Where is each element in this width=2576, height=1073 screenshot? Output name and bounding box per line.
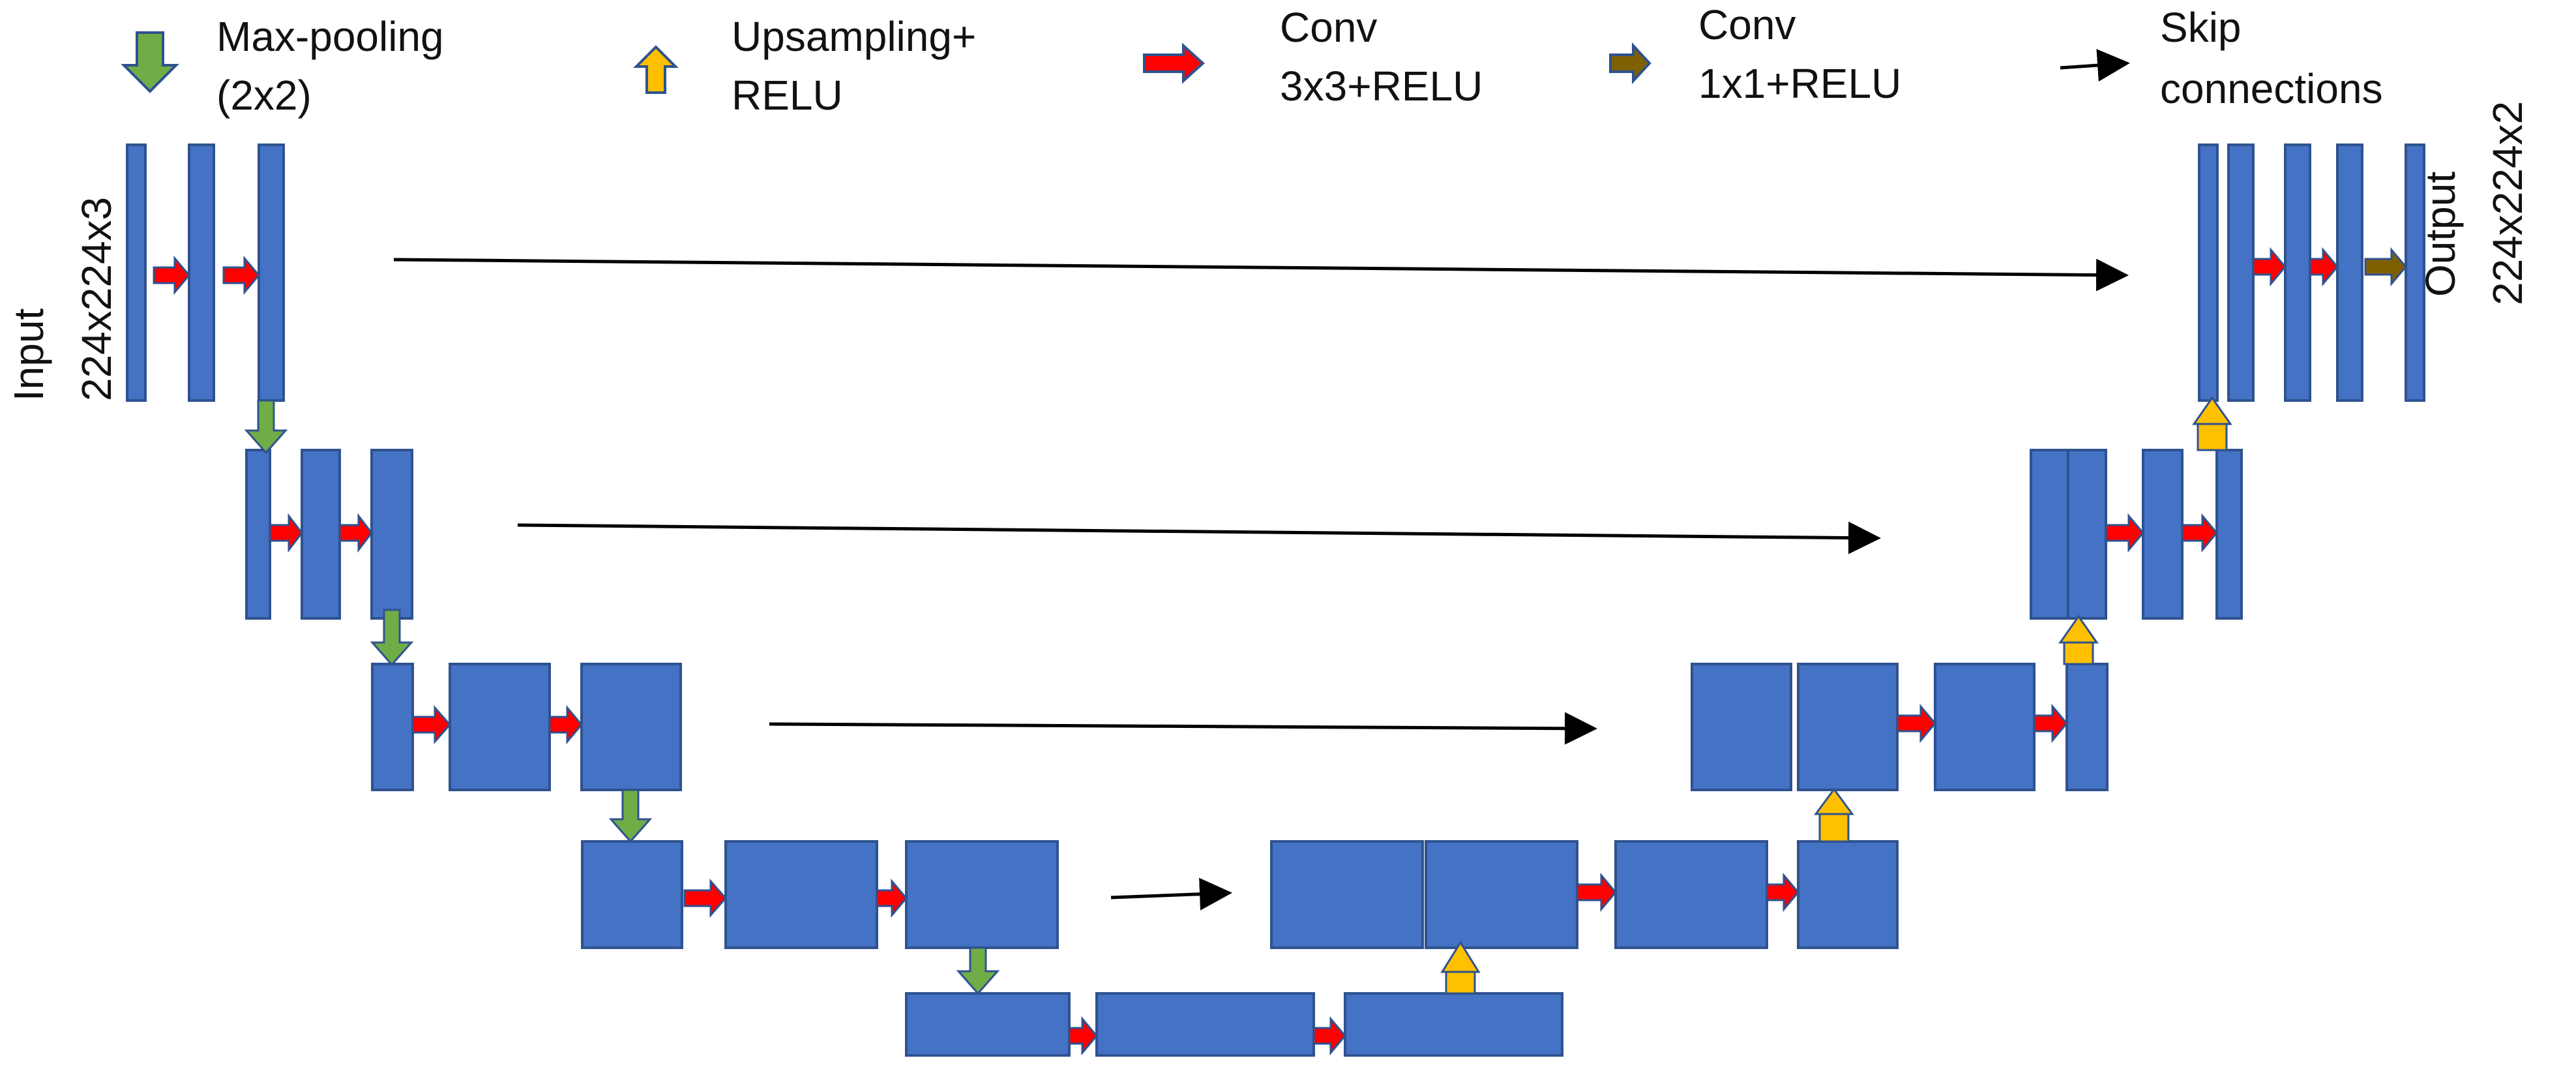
blocks: [126, 144, 2425, 1057]
maxpool-arrow: [608, 789, 653, 843]
conv3x3-arrow: [2252, 247, 2287, 287]
conv1x1-legend-label: Conv: [1698, 1, 1796, 48]
block-enc2-conv1: [301, 449, 341, 620]
block-dec1-up: [2227, 144, 2255, 402]
block-bottleneck-conv2: [1344, 992, 1563, 1057]
upsample-arrow: [1814, 787, 1854, 843]
block-dec1-conv2: [2336, 144, 2363, 402]
output-label: Output 224x224x2: [2417, 101, 2531, 305]
block-dec4-skip: [1270, 840, 1424, 949]
upsample-arrow: [2192, 396, 2232, 451]
block-enc4-conv2: [905, 840, 1059, 949]
upsample-arrow: [1440, 941, 1481, 995]
input-label-line1: Input: [5, 308, 52, 401]
conv3x3-arrow: [2181, 513, 2218, 553]
block-dec2-conv1: [2142, 449, 2184, 620]
block-enc3-conv2: [580, 663, 682, 791]
block-dec1-output: [2405, 144, 2425, 402]
block-dec4-conv1: [1614, 840, 1768, 949]
block-enc3-pool: [371, 663, 414, 791]
block-dec4-up: [1425, 840, 1578, 949]
conv3x3-arrow: [411, 705, 452, 744]
block-dec3-up: [1797, 663, 1899, 791]
block-enc2-pool: [245, 449, 271, 620]
block-dec2-up: [2067, 449, 2107, 620]
skip-legend-label-2: connections: [2160, 65, 2383, 112]
skip-legend-label: Skip: [2160, 4, 2242, 51]
input-label: Input 224x224x3: [5, 197, 120, 401]
block-dec1-conv1: [2284, 144, 2311, 402]
skip-connection-level1: [393, 258, 2129, 292]
conv3x3-arrow: [548, 704, 583, 745]
conv3x3-legend-label: Conv: [1280, 4, 1377, 51]
conv3x3-arrow: [1068, 1016, 1098, 1056]
block-enc1-input: [126, 144, 147, 402]
block-enc2-conv2: [370, 449, 413, 620]
conv3x3-arrow: [1766, 872, 1799, 913]
conv1x1-legend-icon: [1609, 42, 1651, 85]
conv3x3-arrow: [876, 878, 908, 918]
conv3x3-arrows: [153, 247, 2339, 1056]
conv3x3-arrow: [338, 513, 373, 553]
maxpool-legend-label: Max-pooling: [216, 13, 444, 60]
skip-connection-level4: [1110, 877, 1232, 911]
conv3x3-arrow: [2105, 513, 2144, 553]
conv1x1-arrow: [2364, 247, 2407, 287]
block-dec3-conv1: [1934, 663, 2036, 791]
conv3x3-legend-icon: [1143, 42, 1205, 84]
maxpool-arrow: [956, 946, 1000, 995]
conv3x3-arrow: [222, 255, 260, 295]
output-label-line2: 224x224x2: [2484, 101, 2531, 305]
upsample-legend-label-2: RELU: [732, 72, 843, 119]
conv3x3-arrow: [1312, 1016, 1346, 1056]
block-enc4-pool: [581, 840, 683, 949]
block-dec3-conv2: [2065, 663, 2109, 791]
input-label-line2: 224x224x3: [73, 197, 120, 401]
upsample-arrow: [2058, 614, 2099, 665]
conv3x3-arrow: [1576, 872, 1617, 913]
block-dec1-skip: [2198, 144, 2219, 402]
block-enc3-conv1: [449, 663, 551, 791]
conv1x1-legend-label-2: 1x1+RELU: [1698, 60, 1901, 107]
block-dec3-skip: [1691, 663, 1792, 791]
conv3x3-arrow: [1896, 703, 1936, 744]
maxpool-legend-label-2: (2x2): [216, 72, 312, 119]
skip-connections: [393, 258, 2129, 911]
block-dec2-skip: [2030, 449, 2071, 620]
maxpool-legend-icon: [121, 31, 179, 93]
conv3x3-arrow: [2033, 703, 2068, 744]
maxpool-arrows: [244, 399, 1000, 995]
maxpool-arrow: [244, 399, 288, 455]
conv3x3-arrow: [2309, 247, 2339, 287]
skip-legend-icon: [2060, 49, 2130, 82]
block-enc1-conv1: [188, 144, 215, 402]
conv3x3-arrow: [153, 255, 190, 295]
legend: Max-pooling (2x2) Upsampling+ RELU Conv …: [121, 1, 2383, 119]
conv3x3-arrow: [269, 513, 303, 553]
maxpool-arrow: [370, 609, 414, 667]
block-bottleneck-conv1: [1095, 992, 1315, 1057]
block-enc4-conv1: [724, 840, 878, 949]
block-dec2-conv2: [2215, 449, 2243, 620]
block-enc1-conv2: [258, 144, 285, 402]
conv1x1-arrows: [2364, 247, 2407, 287]
upsample-arrows: [1440, 396, 2232, 995]
conv3x3-legend-label-2: 3x3+RELU: [1280, 63, 1483, 110]
skip-connection-level3: [769, 712, 1597, 745]
conv3x3-arrow: [683, 879, 728, 918]
upsample-legend-icon: [633, 45, 679, 94]
block-dec4-conv2: [1797, 840, 1899, 949]
skip-connection-level2: [517, 521, 1881, 554]
block-bottleneck-pool: [905, 992, 1071, 1057]
upsample-legend-label: Upsampling+: [732, 13, 976, 60]
